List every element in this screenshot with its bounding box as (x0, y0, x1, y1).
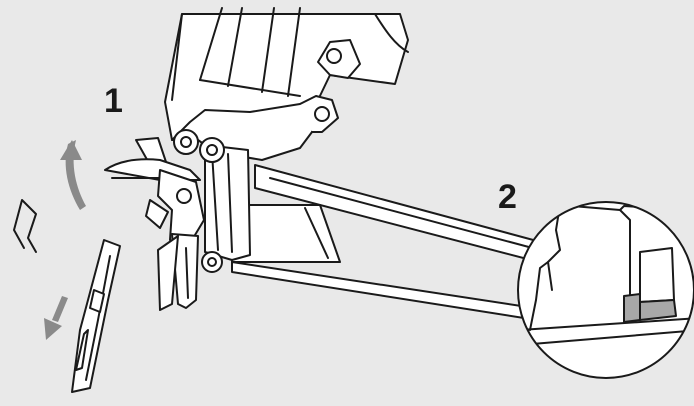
nose-latch-assembly (104, 129, 251, 311)
removed-guide-piece (71, 239, 121, 393)
loose-staple (13, 199, 37, 253)
magazine-rail (231, 164, 601, 331)
step-2-label: 2 (498, 178, 517, 216)
rotation-arrow (60, 140, 86, 210)
tool-body (164, 7, 409, 161)
detail-callout (517, 201, 694, 379)
step-1-label: 1 (104, 82, 123, 120)
removal-arrow (44, 296, 68, 340)
